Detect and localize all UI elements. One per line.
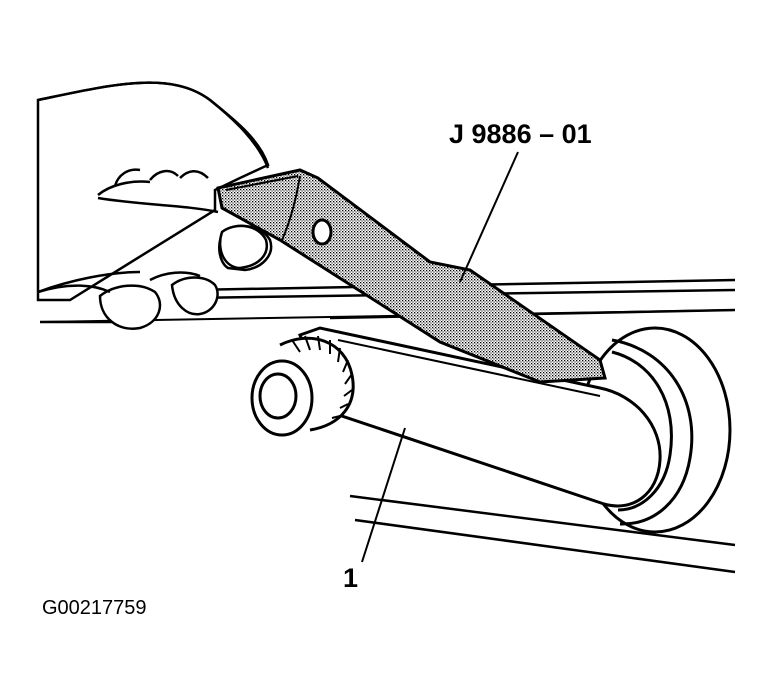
leader-lines	[361, 151, 519, 563]
door-trim-lower-lines	[349, 494, 736, 574]
leader-line-part	[361, 427, 406, 563]
window-crank-arm	[298, 326, 662, 508]
thumb	[218, 224, 269, 270]
figure-id: G00217759	[42, 597, 147, 619]
crank-knob	[250, 335, 355, 437]
callout-tool-label: J 9886 – 01	[449, 119, 592, 149]
leader-line-tool	[459, 151, 519, 283]
callout-part-number: 1	[343, 563, 359, 593]
removal-tool	[216, 168, 607, 384]
